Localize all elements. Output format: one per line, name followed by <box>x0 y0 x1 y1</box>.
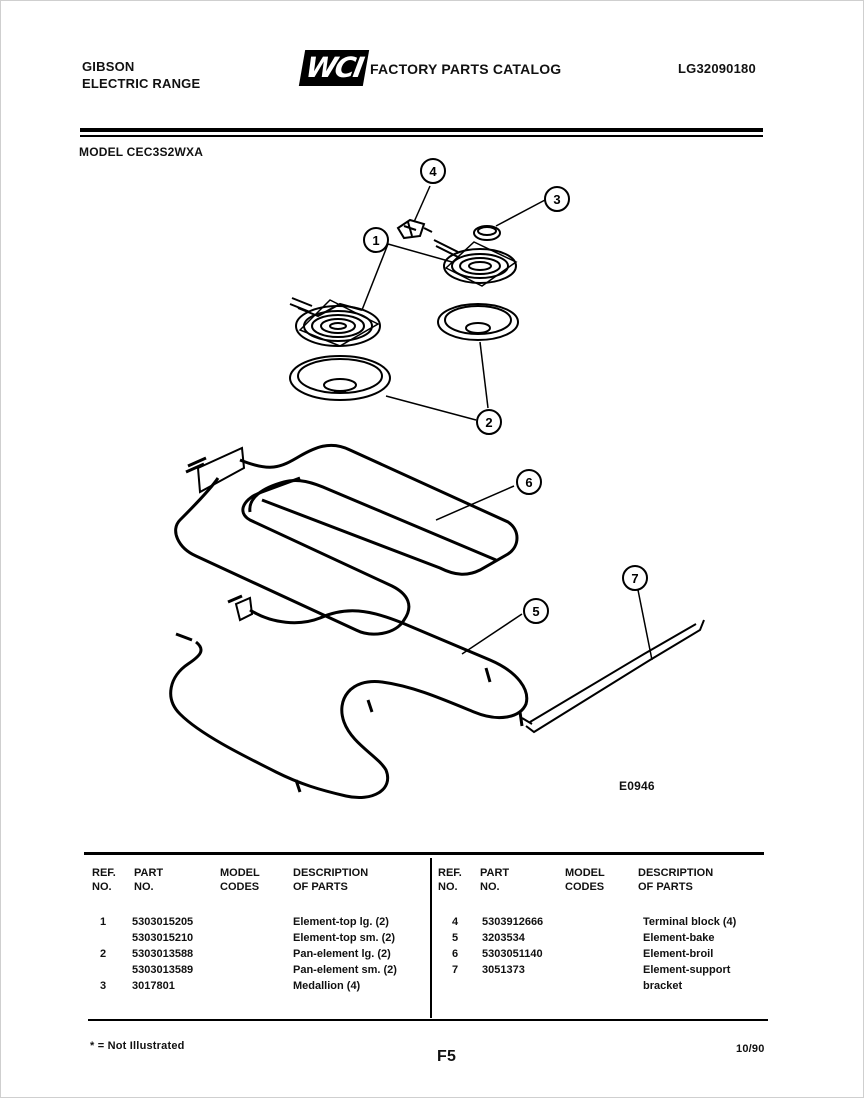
table-row-ref: 2 <box>100 948 107 960</box>
table-row-ref: 1 <box>100 916 107 928</box>
callout-7-label: 7 <box>631 571 638 586</box>
header-ref-right-line2: NO. <box>438 881 458 893</box>
right-desc-col: Terminal block (4) Element-bake Element-… <box>643 914 736 994</box>
table-row-desc: Element-bake <box>643 932 715 944</box>
callout-7: 7 <box>622 565 648 591</box>
header-part: PART NO. <box>134 866 163 894</box>
header-desc-right-line1: DESCRIPTION <box>638 867 714 879</box>
bake-element-illustration <box>169 594 529 799</box>
header-part-right: PART NO. <box>480 866 509 894</box>
callout-2: 2 <box>476 409 502 435</box>
drip-pan-large-illustration <box>289 355 391 401</box>
table-row-desc: Medallion (4) <box>293 980 361 992</box>
table-row-part: 5303013588 <box>132 948 194 960</box>
table-row-part: 3051373 <box>482 964 525 976</box>
header-ref-right-line1: REF. <box>438 867 462 879</box>
revision-date: 10/90 <box>736 1043 765 1055</box>
header-ref: REF. NO. <box>92 866 116 894</box>
table-row-part: 5303015210 <box>132 932 194 944</box>
header-desc-right-line2: OF PARTS <box>638 881 693 893</box>
header-part-line1: PART <box>134 867 164 879</box>
callout-4: 4 <box>420 158 446 184</box>
model-number: MODEL CEC3S2WXA <box>79 145 204 159</box>
callout-1-label: 1 <box>372 233 379 248</box>
broil-element-illustration <box>174 443 519 636</box>
table-row-desc: Element-top lg. (2) <box>293 916 389 928</box>
table-row-desc: Element-top sm. (2) <box>293 932 396 944</box>
brand-block: GIBSON ELECTRIC RANGE <box>82 58 200 92</box>
table-top-rule <box>84 852 764 855</box>
header-part-line2: NO. <box>134 881 154 893</box>
header-part-right-line1: PART <box>480 867 510 879</box>
catalog-number: LG32090180 <box>678 61 756 76</box>
callout-6: 6 <box>516 469 542 495</box>
table-row-ref: 4 <box>452 916 459 928</box>
table-row-ref <box>100 930 106 946</box>
terminal-block-illustration <box>396 218 433 240</box>
table-row-ref: 3 <box>100 980 107 992</box>
table-row-desc: Pan-element lg. (2) <box>293 948 391 960</box>
header-model-codes-right: MODEL CODES <box>565 866 605 894</box>
drip-pan-small-illustration <box>437 303 519 341</box>
medallion-illustration <box>473 225 501 241</box>
callout-4-label: 4 <box>429 164 437 179</box>
table-row-ref: 7 <box>452 964 459 976</box>
table-row-part: 3203534 <box>482 932 525 944</box>
table-row-desc: Terminal block (4) <box>643 916 737 928</box>
callout-5: 5 <box>523 598 549 624</box>
top-element-small-illustration <box>433 239 518 287</box>
table-row-desc: Element-broil <box>643 948 714 960</box>
header-part-right-line2: NO. <box>480 881 500 893</box>
header-model-codes: MODEL CODES <box>220 866 260 894</box>
header-model-right-line1: MODEL <box>565 867 605 879</box>
table-row-part: 5303013589 <box>132 964 194 976</box>
table-row-part: 5303912666 <box>482 916 544 928</box>
callout-6-label: 6 <box>525 475 532 490</box>
not-illustrated-note: * = Not Illustrated <box>90 1040 185 1052</box>
header-ref-line2: NO. <box>92 881 112 893</box>
callout-1: 1 <box>363 227 389 253</box>
table-row-ref: 5 <box>452 932 459 944</box>
header-desc-line1: DESCRIPTION <box>293 867 369 879</box>
right-part-col: 5303912666 3203534 5303051140 3051373 <box>482 914 543 978</box>
support-bracket-illustration <box>521 619 705 734</box>
table-row-ref: 6 <box>452 948 459 960</box>
table-row-part: 5303015205 <box>132 916 194 928</box>
table-row-part: 5303051140 <box>482 948 543 960</box>
callout-2-label: 2 <box>485 415 492 430</box>
right-ref-col: 4 5 6 7 <box>452 914 458 978</box>
diagram-code: E0946 <box>619 779 655 793</box>
top-element-large-illustration <box>289 297 381 347</box>
table-row-desc: bracket <box>643 980 683 992</box>
table-bottom-rule <box>88 1019 768 1021</box>
table-row-desc: Pan-element sm. (2) <box>293 964 397 976</box>
header-rule <box>80 128 763 132</box>
header-rule-thin <box>80 135 763 137</box>
header-desc-line2: OF PARTS <box>293 881 348 893</box>
header-model-line2: CODES <box>220 881 260 893</box>
header-ref-right: REF. NO. <box>438 866 462 894</box>
table-row-part: 3017801 <box>132 980 175 992</box>
left-ref-col: 1 2 3 <box>100 914 106 994</box>
header-model-right-line2: CODES <box>565 881 605 893</box>
catalog-title: FACTORY PARTS CATALOG <box>370 61 562 77</box>
brand-name: GIBSON <box>82 59 135 74</box>
header-description: DESCRIPTION OF PARTS <box>293 866 368 894</box>
table-center-divider <box>430 858 432 1018</box>
product-name: ELECTRIC RANGE <box>82 76 201 91</box>
callout-3-label: 3 <box>553 192 560 207</box>
header-ref-line1: REF. <box>92 867 116 879</box>
left-desc-col: Element-top lg. (2) Element-top sm. (2) … <box>293 914 397 994</box>
callout-3: 3 <box>544 186 570 212</box>
page-code: F5 <box>437 1048 457 1065</box>
left-part-col: 5303015205 5303015210 5303013588 5303013… <box>132 914 193 994</box>
callout-5-label: 5 <box>532 604 539 619</box>
header-model-line1: MODEL <box>220 867 260 879</box>
table-row-ref <box>100 962 106 978</box>
header-description-right: DESCRIPTION OF PARTS <box>638 866 713 894</box>
table-row-desc: Element-support <box>643 964 731 976</box>
